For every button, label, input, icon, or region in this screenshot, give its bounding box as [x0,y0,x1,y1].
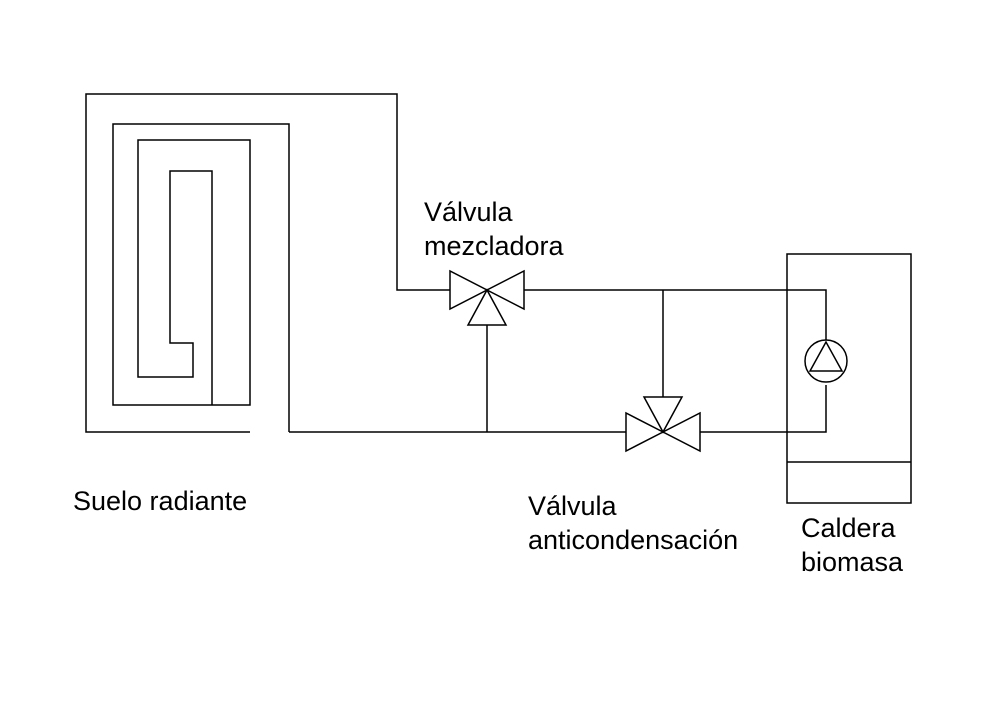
mixing-valve-label-line1: Válvula [424,197,513,227]
biomass-boiler-label: Caldera biomasa [801,511,903,579]
biomass-boiler-label-line2: biomasa [801,547,904,577]
supply-pipe [524,289,827,340]
biomass-boiler-label-line1: Caldera [801,513,896,543]
return-to-boiler-pipe [700,385,827,433]
mixing-valve-label-line2: mezcladora [424,231,564,261]
underfloor-heating-label-text: Suelo radiante [73,486,248,516]
boiler-housing [786,253,912,504]
anticondensation-valve-label-line1: Válvula [528,491,617,521]
underfloor-coil-inner-pipe [112,123,290,432]
pump-icon [804,339,848,383]
mixing-valve-symbol [449,269,525,326]
anticondensation-valve-label-line2: anticondensación [528,525,739,555]
underfloor-coil-pipe [85,93,450,433]
anticondensation-valve-label: Válvula anticondensación [528,489,738,557]
anticondensation-valve-symbol [625,396,701,453]
underfloor-heating-label: Suelo radiante [73,484,247,518]
mixing-valve-label: Válvula mezcladora [424,195,564,263]
